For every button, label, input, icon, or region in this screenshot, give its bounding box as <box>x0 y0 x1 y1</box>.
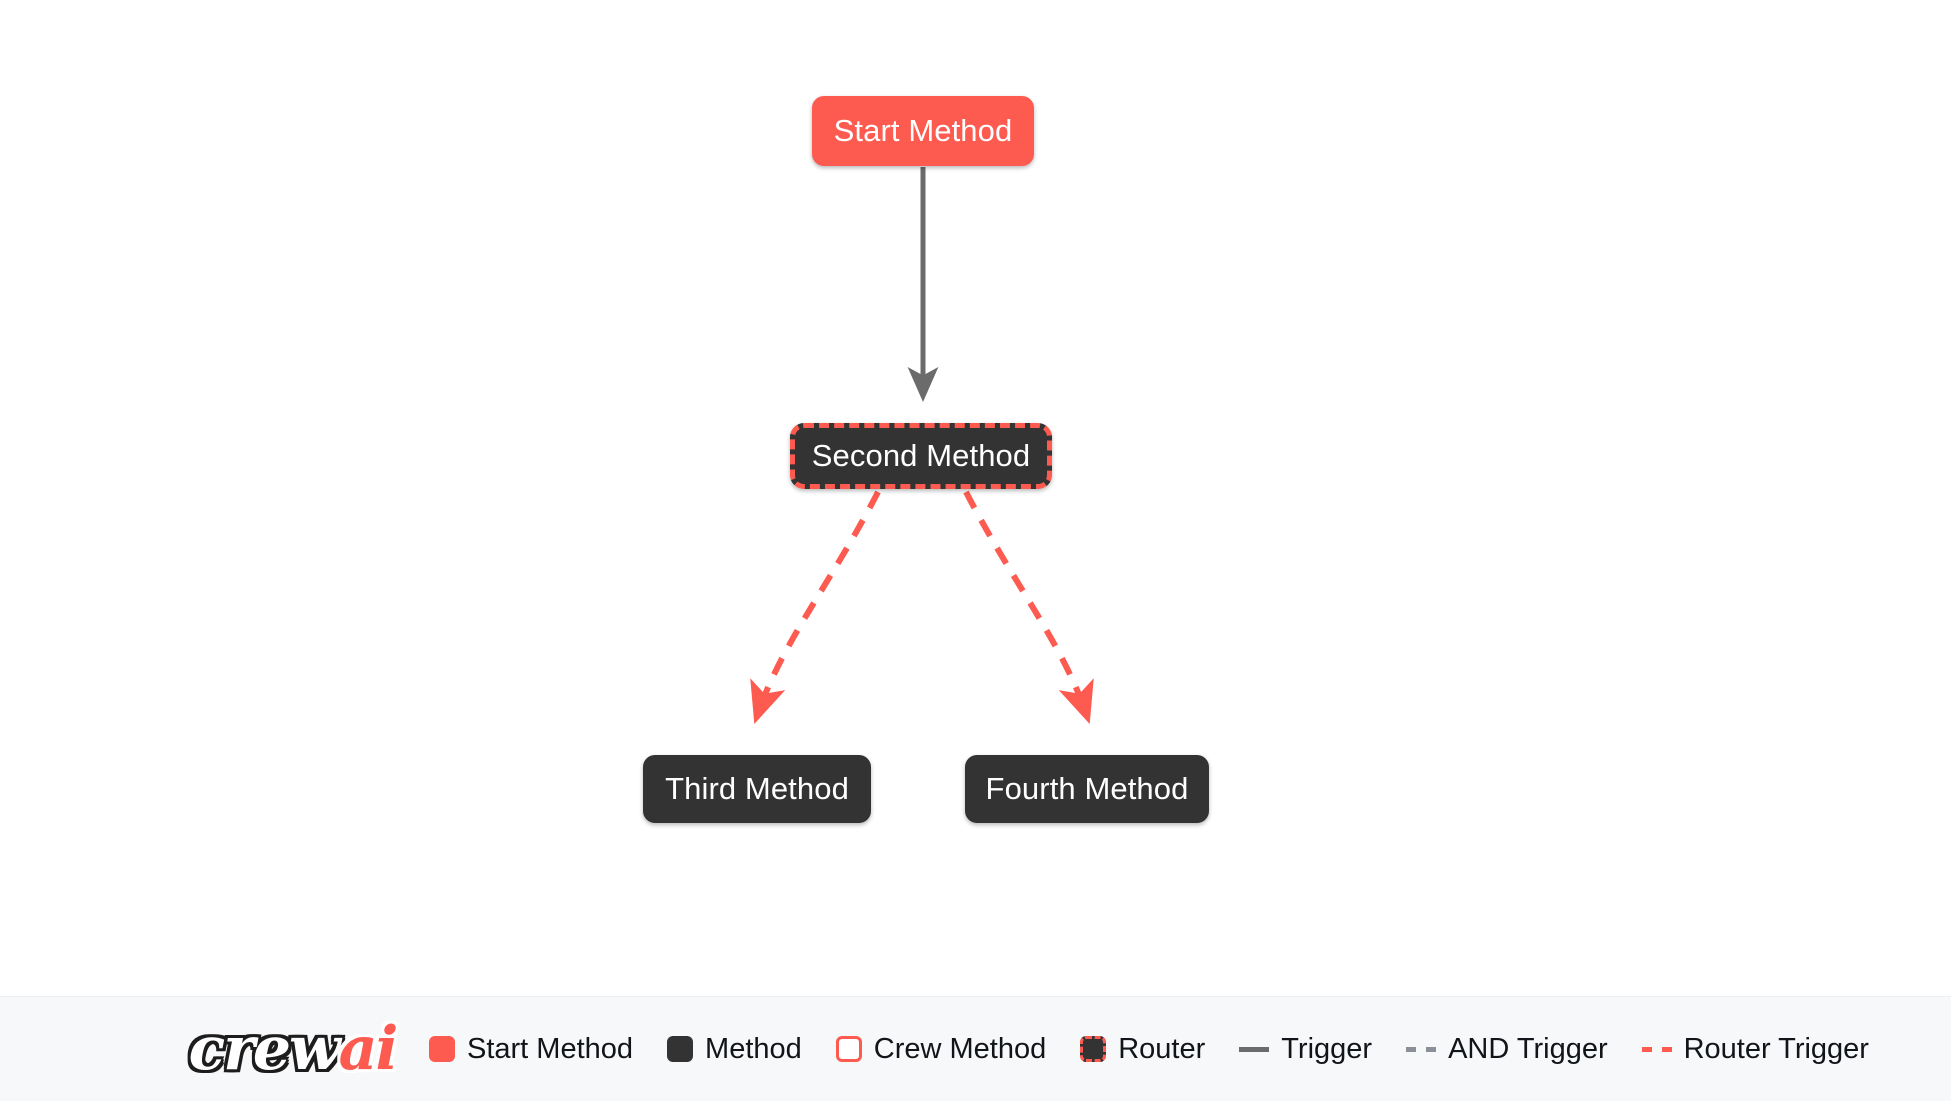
legend-label: Method <box>705 1032 802 1065</box>
legend-item-trigger: Trigger <box>1239 1033 1372 1066</box>
legend-label: Router <box>1118 1032 1206 1065</box>
legend-label: Trigger <box>1281 1032 1373 1065</box>
legend-item-router: Router <box>1080 1033 1205 1066</box>
router-trigger-line-icon <box>1641 1046 1672 1052</box>
flow-canvas[interactable]: Start Method Second Method Third Method … <box>0 0 1951 996</box>
crewai-logo-crew-text: crew <box>188 1014 341 1084</box>
edge-second-to-third <box>750 490 881 724</box>
legend-item-start-method: Start Method <box>429 1033 633 1066</box>
node-label: Third Method <box>665 771 849 806</box>
legend-label: Start Method <box>467 1032 634 1065</box>
node-label: Start Method <box>833 113 1013 148</box>
node-fourth-method[interactable]: Fourth Method <box>965 755 1209 823</box>
legend-label: Crew Method <box>873 1032 1047 1065</box>
node-start-method[interactable]: Start Method <box>812 96 1034 166</box>
edge-second-to-fourth <box>963 490 1094 724</box>
method-swatch-icon <box>667 1036 694 1062</box>
legend-item-method: Method <box>667 1033 802 1066</box>
legend-item-crew-method: Crew Method <box>835 1032 1047 1066</box>
and-trigger-line-icon <box>1406 1046 1437 1052</box>
crewai-logo-ai-text: ai <box>338 1014 399 1084</box>
legend-item-and-trigger: AND Trigger <box>1406 1033 1608 1066</box>
legend-label: Router Trigger <box>1683 1032 1869 1065</box>
legend-label: AND Trigger <box>1448 1032 1608 1065</box>
node-second-method[interactable]: Second Method <box>790 423 1052 489</box>
start-method-swatch-icon <box>429 1036 455 1062</box>
router-swatch-icon <box>1080 1036 1107 1062</box>
node-third-method[interactable]: Third Method <box>643 755 871 823</box>
trigger-line-icon <box>1239 1046 1270 1052</box>
node-label: Second Method <box>811 438 1031 473</box>
legend-item-router-trigger: Router Trigger <box>1641 1032 1869 1066</box>
node-label: Fourth Method <box>985 771 1189 806</box>
crew-method-swatch-icon <box>835 1036 862 1062</box>
